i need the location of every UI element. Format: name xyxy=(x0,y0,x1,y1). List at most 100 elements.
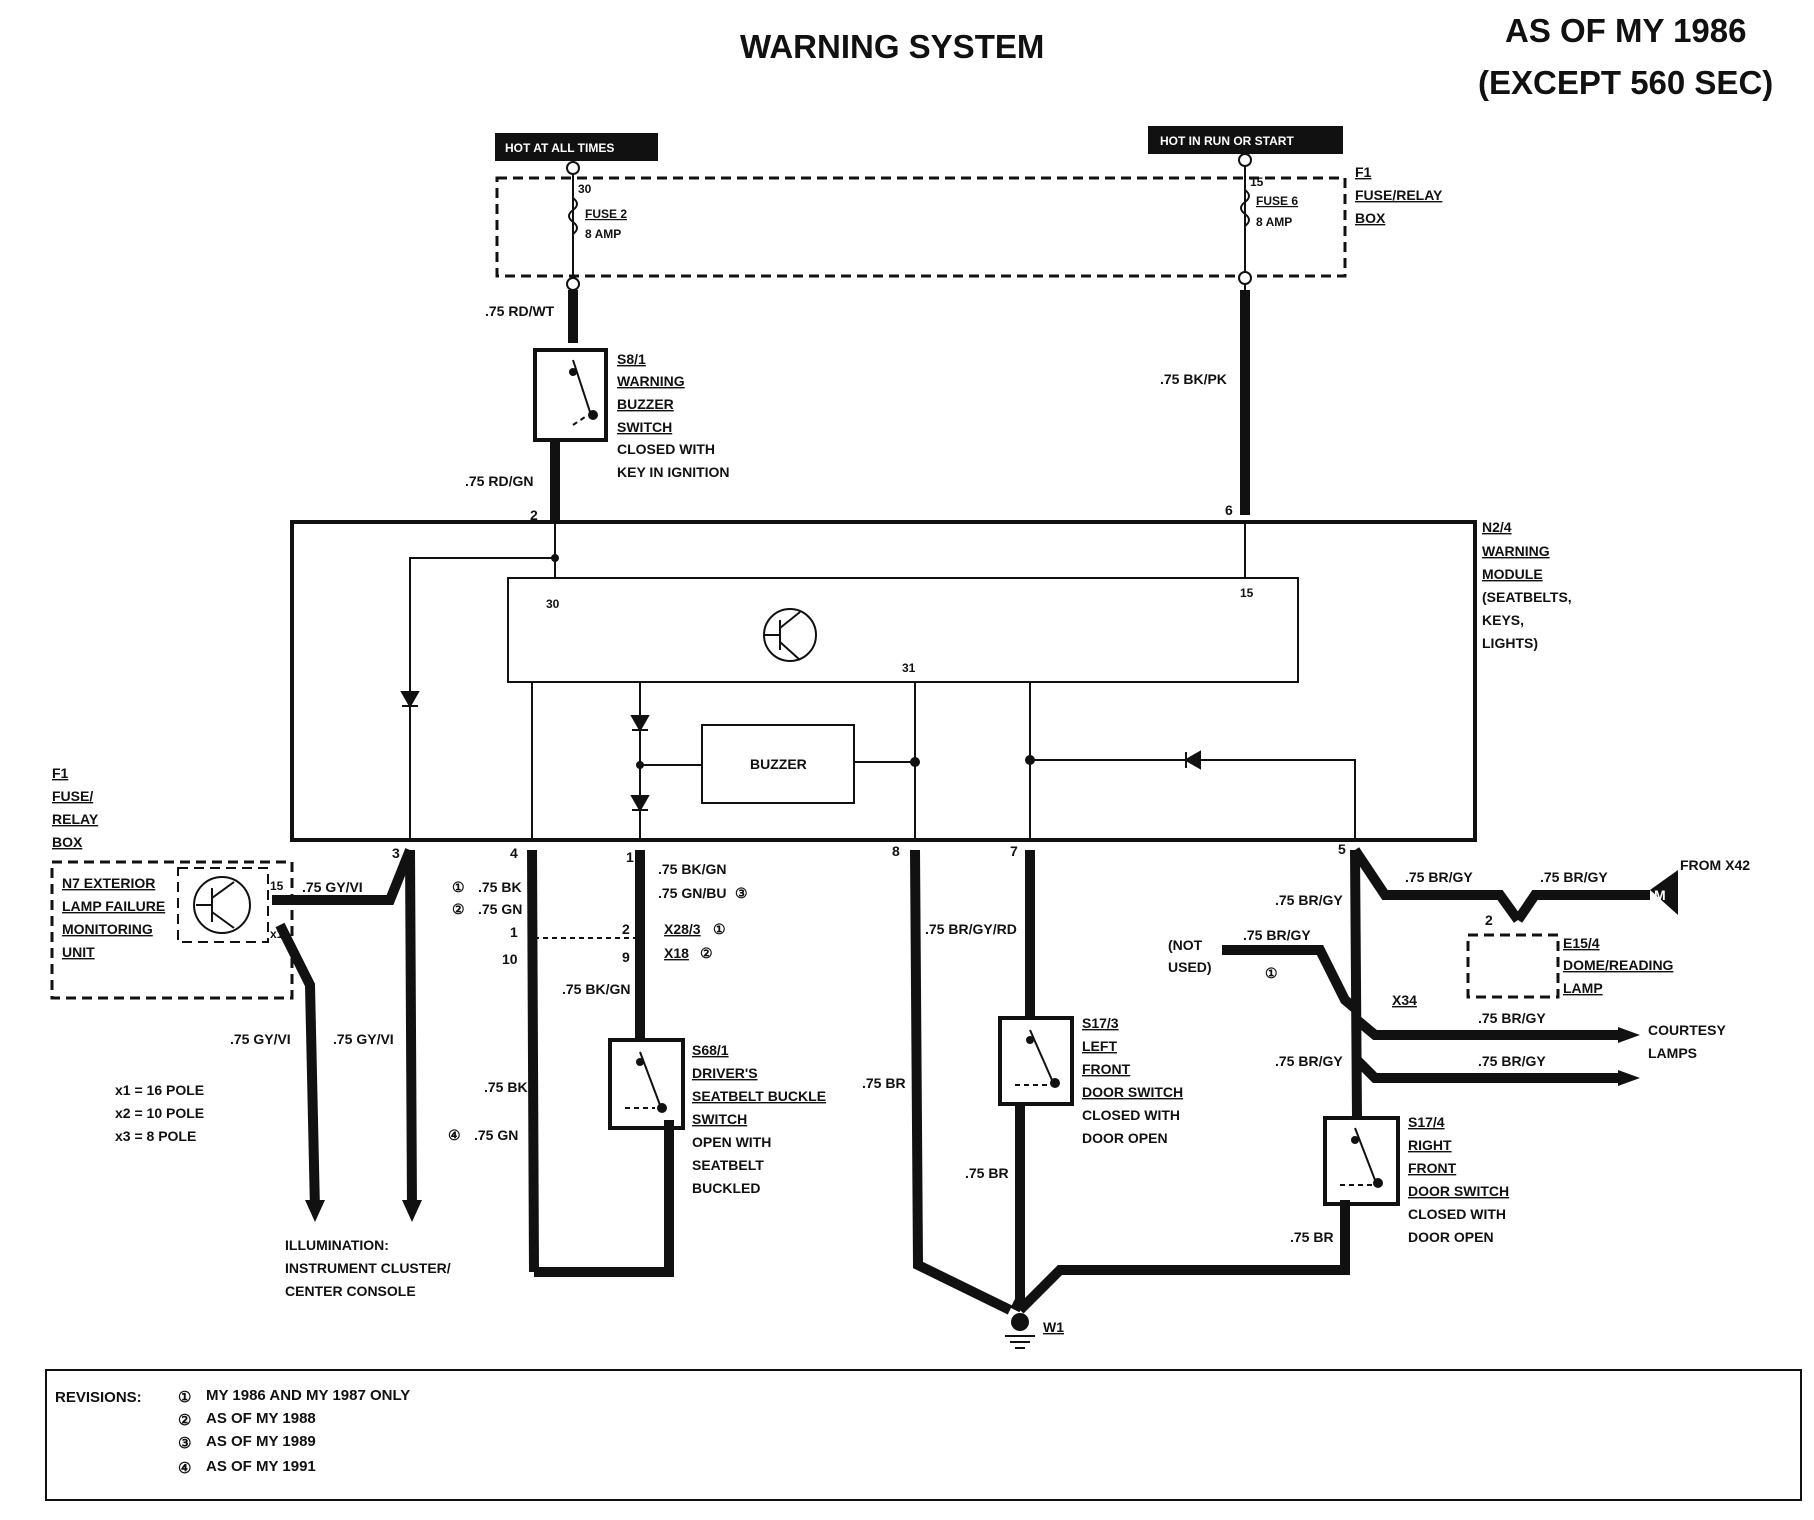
wire-bk-gn-label-1: .75 BK/GN xyxy=(658,861,726,877)
transistor-icon xyxy=(763,608,817,662)
wire-br-label-2: .75 BR xyxy=(965,1165,1009,1181)
s17-4-line-2: FRONT xyxy=(1408,1160,1457,1176)
s17-4-id: S17/4 xyxy=(1408,1114,1445,1130)
module-line-1: WARNING xyxy=(1482,543,1550,559)
module-control-unit xyxy=(507,577,1299,683)
module-line-5: LIGHTS) xyxy=(1482,635,1538,651)
page-title: WARNING SYSTEM xyxy=(740,28,1044,65)
revision-item-1: MY 1986 AND MY 1987 ONLY xyxy=(206,1387,410,1404)
module-pin-3: 3 xyxy=(392,845,400,861)
rev-mark-1b: ① xyxy=(713,921,726,937)
left-fuse-box-line-1: FUSE/ xyxy=(52,788,93,804)
buzzer-label: BUZZER xyxy=(750,756,807,772)
courtesy-line-2: LAMPS xyxy=(1648,1045,1697,1061)
diode-upper xyxy=(630,715,650,733)
revisions-box xyxy=(45,1369,1802,1501)
wire-br-gy-label-7: .75 BR/GY xyxy=(1275,1053,1343,1069)
fuse-box-id: F1 xyxy=(1355,164,1372,180)
left-fuse-box-line-3: BOX xyxy=(52,834,83,850)
s8-line-5: KEY IN IGNITION xyxy=(617,464,730,480)
s17-3-line-5: DOOR OPEN xyxy=(1082,1130,1168,1146)
wire-rd-gn-label: .75 RD/GN xyxy=(465,473,533,489)
s8-line-2: BUZZER xyxy=(617,396,674,412)
module-line-2: MODULE xyxy=(1482,566,1543,582)
diode-lower xyxy=(630,795,650,813)
buzzer xyxy=(701,724,855,804)
control-pin-15: 15 xyxy=(1240,586,1254,600)
wire-br-gy-label-5: .75 BR/GY xyxy=(1478,1010,1546,1026)
warning-buzzer-switch xyxy=(533,348,608,442)
module-line-4: KEYS, xyxy=(1482,612,1524,628)
diode-left xyxy=(400,691,420,709)
diode-door xyxy=(1183,750,1201,770)
module-pin-1: 1 xyxy=(626,849,634,865)
module-line-3: (SEATBELTS, xyxy=(1482,589,1572,605)
right-front-door-switch xyxy=(1323,1116,1400,1206)
illumination-line-3: CENTER CONSOLE xyxy=(285,1283,416,1299)
s68-line-3: SWITCH xyxy=(692,1111,747,1127)
left-fuse-box-id: F1 xyxy=(52,765,69,781)
s17-4-line-3: DOOR SWITCH xyxy=(1408,1183,1509,1199)
wire-gn-label-1: .75 GN xyxy=(478,901,522,917)
s68-line-4: OPEN WITH xyxy=(692,1134,771,1150)
wire-bk-gn-label-2: .75 BK/GN xyxy=(562,981,630,997)
wire-bk-pk-label: .75 BK/PK xyxy=(1160,371,1227,387)
s17-3-line-3: DOOR SWITCH xyxy=(1082,1084,1183,1100)
control-pin-31: 31 xyxy=(902,661,916,675)
s17-4-line-4: CLOSED WITH xyxy=(1408,1206,1506,1222)
fuse-pin-30: 30 xyxy=(578,182,592,196)
fuse-2-label: FUSE 2 xyxy=(585,207,627,221)
s17-4-line-1: RIGHT xyxy=(1408,1137,1452,1153)
rev-mark-2b: ② xyxy=(700,945,713,961)
wire-bk-label-1: .75 BK xyxy=(478,879,522,895)
wire-br-gy-label-2: .75 BR/GY xyxy=(1540,869,1608,885)
dome-lamp-pin-2: 2 xyxy=(1485,912,1493,928)
s8-line-1: WARNING xyxy=(617,373,685,389)
s68-line-1: DRIVER'S xyxy=(692,1065,758,1081)
connector-x18: X18 xyxy=(664,945,689,961)
model-year-label: AS OF MY 1986 xyxy=(1505,12,1747,49)
s8-id: S8/1 xyxy=(617,351,646,367)
wire-rd-wt-label: .75 RD/WT xyxy=(485,303,555,319)
wire-gn-label-2: .75 GN xyxy=(474,1127,518,1143)
s17-3-id: S17/3 xyxy=(1082,1015,1119,1031)
illumination-line-1: ILLUMINATION: xyxy=(285,1237,389,1253)
illumination-arrow-2 xyxy=(402,1200,422,1222)
wire-bk-label-2: .75 BK xyxy=(484,1079,528,1095)
wire-br-gy-label-4: .75 BR/GY xyxy=(1243,927,1311,943)
pole-x3: x3 = 8 POLE xyxy=(115,1128,196,1144)
e15-line-2: LAMP xyxy=(1563,980,1603,996)
wire-gn-bu-label: .75 GN/BU xyxy=(658,885,726,901)
s68-id: S68/1 xyxy=(692,1042,729,1058)
module-pin-5: 5 xyxy=(1338,841,1346,857)
hot-at-all-times-tag: HOT AT ALL TIMES xyxy=(495,133,658,161)
rev-mark-1c: ① xyxy=(1265,965,1278,981)
ground-label: W1 xyxy=(1043,1319,1064,1335)
s8-line-4: CLOSED WITH xyxy=(617,441,715,457)
wire-br-label-1: .75 BR xyxy=(862,1075,906,1091)
fuse-6-amp: 8 AMP xyxy=(1256,215,1292,229)
not-used-line-2: USED) xyxy=(1168,959,1212,975)
n7-pin-15: 15 xyxy=(270,879,284,893)
e15-line-1: DOME/READING xyxy=(1563,957,1674,973)
n7-line-4: UNIT xyxy=(62,944,95,960)
revision-mark-2: ② xyxy=(178,1412,191,1429)
n7-exterior-lamp-unit xyxy=(50,860,294,1000)
module-pin-2: 2 xyxy=(530,507,538,523)
courtesy-arrow-2 xyxy=(1618,1070,1640,1086)
not-used-line-1: (NOT xyxy=(1168,937,1203,953)
dome-reading-lamp xyxy=(1466,933,1560,999)
e15-id: E15/4 xyxy=(1563,935,1600,951)
wire-br-gy-label-3: .75 BR/GY xyxy=(1275,892,1343,908)
revision-item-3: AS OF MY 1989 xyxy=(206,1433,316,1450)
warning-module xyxy=(290,520,1477,842)
wire-gy-vi-label-1: .75 GY/VI xyxy=(302,879,363,895)
connector-pin-10: 10 xyxy=(502,951,518,967)
revision-mark-3: ③ xyxy=(178,1435,191,1452)
seatbelt-buckle-switch xyxy=(608,1038,685,1130)
hot-at-all-times-label: HOT AT ALL TIMES xyxy=(505,141,614,155)
n7-line-3: MONITORING xyxy=(62,921,153,937)
hot-in-run-label: HOT IN RUN OR START xyxy=(1160,134,1294,148)
fuse-relay-box-outline xyxy=(495,176,1347,278)
